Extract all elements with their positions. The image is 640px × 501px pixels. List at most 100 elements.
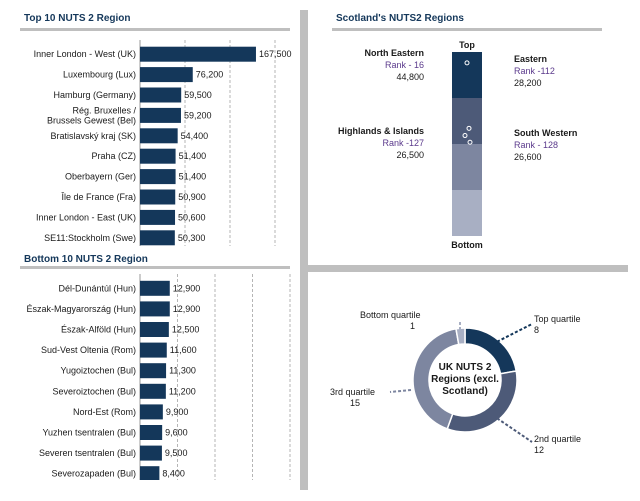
donut-center-label: Regions (excl.: [431, 374, 499, 385]
bottom10-title: Bottom 10 NUTS 2 Region: [24, 254, 148, 265]
bar: [140, 87, 182, 103]
data-label: 50,900: [178, 192, 206, 202]
slice-value: 1: [410, 321, 415, 331]
bar: [140, 107, 181, 123]
category-label: Yugoiztochen (Bul): [60, 366, 136, 376]
bar: [140, 128, 178, 144]
slice-label: Top quartile: [534, 314, 581, 324]
region-name: North Eastern: [364, 48, 424, 58]
slice-label: 3rd quartile: [330, 387, 375, 397]
category-label: Hamburg (Germany): [53, 90, 136, 100]
top10-bar-chart: Inner London - West (UK) 167,500Luxembour…: [34, 40, 292, 246]
quartile-segment: [452, 98, 482, 144]
category-label: Inner London - East (UK): [36, 212, 136, 222]
category-label: Praha (CZ): [91, 151, 136, 161]
category-label: SE11:Stockholm (Swe): [44, 233, 136, 243]
bar: [140, 67, 193, 83]
top10-title: Top 10 NUTS 2 Region: [24, 13, 131, 24]
bar: [140, 189, 176, 205]
data-label: 54,400: [181, 131, 209, 141]
vertical-divider: [300, 10, 308, 490]
scotland-title-rule: [332, 28, 602, 31]
region-name: South Western: [514, 128, 577, 138]
donut-center-label: UK NUTS 2: [439, 362, 492, 373]
region-marker: [462, 133, 468, 139]
donut-center-label: Scotland): [442, 386, 488, 397]
slice-label: Bottom quartile: [360, 310, 421, 320]
bar: [140, 148, 176, 164]
donut-slice: [455, 327, 466, 346]
region-name: Highlands & Islands: [338, 126, 424, 136]
region-value: 26,600: [514, 152, 542, 162]
top10-title-rule: [20, 28, 290, 31]
data-label: 9,600: [165, 428, 188, 438]
region-marker: [466, 125, 472, 131]
leader-line: [389, 389, 412, 393]
region-rank: Rank -127: [382, 138, 424, 148]
region-rank: Rank -112: [514, 66, 555, 76]
category-label: Oberbayern (Ger): [65, 172, 136, 182]
bar: [140, 404, 163, 420]
bar: [140, 280, 170, 296]
bar: [140, 169, 176, 185]
bottom-axis-label: Bottom: [451, 240, 483, 250]
data-label: 59,200: [184, 110, 212, 120]
data-label: 50,300: [178, 233, 206, 243]
leader-line: [496, 417, 533, 443]
category-label: Severozapaden (Bul): [51, 469, 136, 479]
data-label: 11,300: [169, 366, 196, 376]
category-label: Brussels Gewest (Bel): [47, 115, 136, 125]
leader-line: [496, 323, 533, 343]
bottom10-title-rule: [20, 266, 290, 269]
bar: [140, 342, 167, 358]
data-label: 50,600: [178, 212, 206, 222]
category-label: Severen tsentralen (Bul): [39, 448, 136, 458]
bar: [140, 301, 170, 317]
bar: [140, 322, 169, 337]
region-marker: [464, 60, 470, 66]
bar: [140, 445, 162, 461]
region-marker: [467, 139, 473, 145]
category-label: Sud-Vest Oltenia (Rom): [41, 345, 136, 355]
category-label: Dél-Dunántúl (Hun): [58, 283, 136, 293]
data-label: 12,500: [172, 325, 200, 335]
region-rank: Rank - 16: [385, 60, 424, 70]
data-label: 167,500: [259, 49, 292, 59]
quartile-segment: [452, 144, 482, 190]
data-label: 51,400: [179, 172, 207, 182]
data-label: 9,500: [165, 448, 188, 458]
quartile-segment: [452, 190, 482, 236]
region-value: 26,500: [396, 150, 424, 160]
bar: [140, 209, 176, 225]
bar: [140, 46, 256, 62]
category-label: Luxembourg (Lux): [63, 70, 136, 80]
data-label: 76,200: [196, 70, 224, 80]
data-label: 12,900: [173, 283, 201, 293]
slice-value: 12: [534, 445, 544, 455]
bar: [140, 363, 167, 379]
category-label: Inner London - West (UK): [34, 49, 136, 59]
horizontal-divider-right: [308, 265, 628, 272]
category-label: Nord-Est (Rom): [73, 407, 136, 417]
bar: [140, 466, 160, 480]
bottom10-bar-chart: Dél-Dunántúl (Hun)12,900Észak-Magyarorsz…: [26, 274, 291, 480]
data-label: 8,400: [162, 469, 185, 479]
slice-label: 2nd quartile: [534, 434, 581, 444]
region-value: 28,200: [514, 78, 542, 88]
bar: [140, 383, 166, 399]
data-label: 9,900: [166, 407, 189, 417]
top-axis-label: Top: [459, 40, 475, 50]
category-label: Rég. Bruxelles /: [72, 105, 136, 115]
region-value: 44,800: [396, 72, 424, 82]
slice-value: 15: [350, 398, 360, 408]
bar: [140, 425, 163, 440]
data-label: 11,200: [169, 386, 196, 396]
slice-value: 8: [534, 325, 539, 335]
data-label: 11,600: [170, 345, 197, 355]
category-label: Île de France (Fra): [60, 192, 136, 202]
data-label: 12,900: [173, 304, 201, 314]
